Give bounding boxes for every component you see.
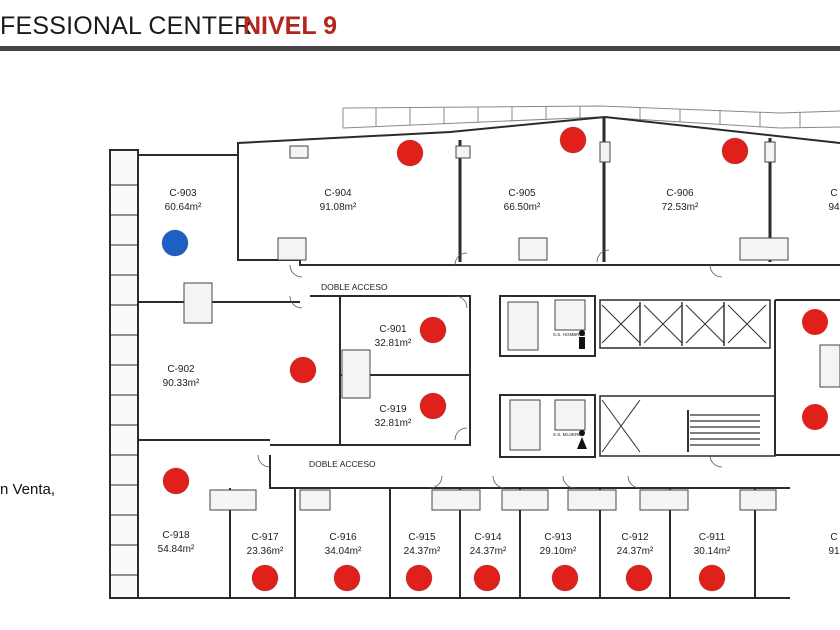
level-title: NIVEL 9 <box>243 12 338 40</box>
status-marker-red[interactable] <box>473 564 501 592</box>
stairs <box>687 410 760 452</box>
unit-code: C-916 <box>329 532 357 543</box>
unit-c-901: C-901 32.81m² <box>375 324 412 349</box>
walls <box>109 115 840 599</box>
unit-c-902: C-902 90.33m² <box>163 364 200 389</box>
status-marker-red[interactable] <box>802 309 828 335</box>
unit-c-917: C-917 23.36m² <box>247 532 284 557</box>
unit-code: C-919 <box>379 404 407 415</box>
status-marker-red[interactable] <box>289 356 317 384</box>
person-icon <box>577 430 587 449</box>
unit-c-903: C-903 60.64m² <box>165 188 202 213</box>
unit-area: 91.08m² <box>320 202 357 213</box>
unit-c-912: C-912 24.37m² <box>617 532 654 557</box>
unit-c-914: C-914 24.37m² <box>470 532 507 557</box>
unit-markers <box>161 126 828 592</box>
unit-c-911: C-911 30.14m² <box>694 532 731 557</box>
status-marker-blue[interactable] <box>161 229 189 257</box>
unit-area: 30.14m² <box>694 546 731 557</box>
status-marker-red[interactable] <box>162 467 190 495</box>
unit-area: 24.37m² <box>470 546 507 557</box>
status-marker-red[interactable] <box>333 564 361 592</box>
door-swings <box>257 249 723 489</box>
header-rule <box>0 46 840 51</box>
corridor-label-top: DOBLE ACCESO <box>321 282 388 292</box>
status-marker-red[interactable] <box>802 404 828 430</box>
unit-code: C-915 <box>408 532 436 543</box>
unit-partial-16: C 91 <box>828 532 840 557</box>
unit-partial-4: C 94 <box>828 188 840 213</box>
status-marker-red[interactable] <box>396 139 424 167</box>
unit-code: C-905 <box>508 188 536 199</box>
unit-code: C-913 <box>544 532 572 543</box>
person-icon <box>579 330 585 349</box>
unit-area: 94 <box>828 202 840 213</box>
unit-area: 29.10m² <box>540 546 577 557</box>
status-marker-red[interactable] <box>251 564 279 592</box>
unit-code: C-906 <box>666 188 694 199</box>
unit-area: 24.37m² <box>404 546 441 557</box>
unit-area: 23.36m² <box>247 546 284 557</box>
unit-area: 60.64m² <box>165 202 202 213</box>
restroom-label-men: S.S. HOMBRES <box>553 332 586 337</box>
restroom-label-women: S.S. MUJERES <box>553 432 584 437</box>
status-marker-red[interactable] <box>419 316 447 344</box>
unit-code: C-918 <box>162 530 190 541</box>
project-title: FESSIONAL CENTER <box>0 12 253 40</box>
unit-code: C <box>830 188 837 199</box>
unit-area: 66.50m² <box>504 202 541 213</box>
unit-labels: C-90360.64m²C-90491.08m²C-90566.50m²C-90… <box>158 188 840 557</box>
status-marker-red[interactable] <box>698 564 726 592</box>
status-marker-red[interactable] <box>419 392 447 420</box>
status-marker-red[interactable] <box>559 126 587 154</box>
unit-area: 24.37m² <box>617 546 654 557</box>
unit-code: C-914 <box>474 532 502 543</box>
unit-c-916: C-916 34.04m² <box>325 532 362 557</box>
unit-c-915: C-915 24.37m² <box>404 532 441 557</box>
unit-area: 90.33m² <box>163 378 200 389</box>
unit-area: 91 <box>828 546 840 557</box>
unit-code: C-903 <box>169 188 197 199</box>
status-marker-red[interactable] <box>625 564 653 592</box>
unit-c-919: C-919 32.81m² <box>375 404 412 429</box>
unit-c-905: C-905 66.50m² <box>504 188 541 213</box>
unit-area: 32.81m² <box>375 338 412 349</box>
restrooms <box>183 141 840 511</box>
unit-area: 54.84m² <box>158 544 195 555</box>
facade-terrace <box>342 105 840 129</box>
unit-code: C-904 <box>324 188 352 199</box>
unit-code: C <box>830 532 837 543</box>
unit-code: C-912 <box>621 532 649 543</box>
unit-code: C-911 <box>699 532 726 543</box>
elevators <box>601 302 767 453</box>
unit-c-906: C-906 72.53m² <box>662 188 699 213</box>
unit-c-918: C-918 54.84m² <box>158 530 195 555</box>
side-note: n Venta, <box>0 481 56 498</box>
unit-area: 72.53m² <box>662 202 699 213</box>
unit-code: C-901 <box>379 324 407 335</box>
status-marker-red[interactable] <box>551 564 579 592</box>
status-marker-red[interactable] <box>405 564 433 592</box>
unit-code: C-917 <box>251 532 279 543</box>
header: FESSIONAL CENTER NIVEL 9 <box>0 0 840 51</box>
corridor-label-bottom: DOBLE ACCESO <box>309 459 376 469</box>
status-marker-red[interactable] <box>721 137 749 165</box>
unit-area: 34.04m² <box>325 546 362 557</box>
unit-c-904: C-904 91.08m² <box>320 188 357 213</box>
unit-c-913: C-913 29.10m² <box>540 532 577 557</box>
unit-code: C-902 <box>167 364 195 375</box>
unit-area: 32.81m² <box>375 418 412 429</box>
